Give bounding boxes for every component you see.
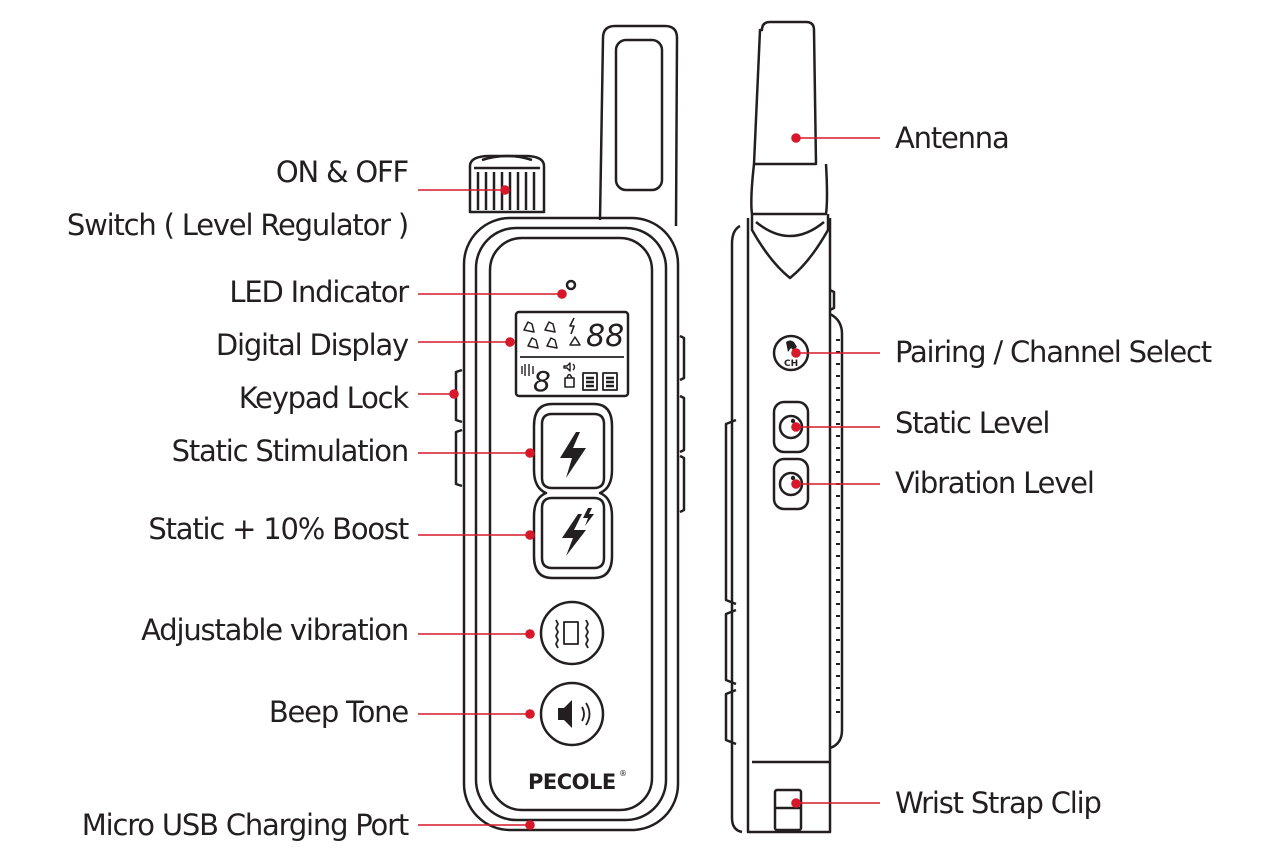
label-antenna: Antenna: [895, 121, 1010, 155]
lcd-digit-left: 8: [533, 365, 551, 398]
label-led-indicator: LED Indicator: [229, 275, 409, 309]
label-adjustable-vibration: Adjustable vibration: [141, 613, 409, 647]
label-on-off: ON & OFF: [275, 155, 409, 189]
callout-dot: [557, 289, 567, 299]
label-vibration-level: Vibration Level: [895, 466, 1095, 500]
callout-dot: [525, 448, 535, 458]
static-button-group: [532, 402, 614, 580]
static-bolt-icon: [560, 432, 586, 478]
power-knob: [468, 154, 546, 214]
channel-text: CH: [784, 359, 798, 369]
lcd-digits-top: 88: [586, 319, 624, 354]
front-body: [454, 216, 686, 832]
callout-dot: [505, 337, 515, 347]
label-static-stimulation: Static Stimulation: [171, 434, 410, 468]
label-beep-tone: Beep Tone: [268, 695, 409, 729]
dog-head-icon: [786, 340, 797, 352]
wrist-strap-clip: [773, 788, 803, 832]
label-pairing-channel: Pairing / Channel Select: [895, 335, 1212, 369]
callout-dot: [791, 422, 801, 432]
lock-icon: [564, 377, 575, 388]
dog-icon: [523, 321, 558, 349]
speaker-small-icon: [563, 362, 576, 372]
label-static-boost: Static + 10% Boost: [148, 512, 409, 546]
vibration-button[interactable]: [539, 600, 605, 666]
battery-icon: [582, 372, 598, 391]
callout-dot: [791, 479, 801, 489]
lightning-icon: [569, 317, 575, 335]
callouts: [418, 133, 880, 830]
battery-icon: [602, 372, 618, 391]
vibration-dot-icon: [790, 475, 796, 481]
label-micro-usb: Micro USB Charging Port: [81, 808, 409, 842]
front-antenna: [598, 24, 679, 227]
beep-button[interactable]: [539, 681, 605, 747]
brand-logo: PECOLE: [528, 770, 616, 794]
callout-dot: [525, 629, 535, 639]
callout-dot: [791, 348, 801, 358]
boost-bolt-icon: [562, 514, 586, 556]
callout-dot: [500, 185, 510, 195]
callout-dot: [791, 798, 801, 808]
beep-speaker-icon: [558, 700, 572, 728]
label-digital-display: Digital Display: [215, 328, 409, 362]
label-wrist-strap-clip: Wrist Strap Clip: [895, 786, 1102, 820]
side-body: [724, 218, 844, 834]
static-dot-icon: [790, 418, 796, 424]
led-indicator: [565, 279, 577, 291]
callout-dot: [449, 389, 459, 399]
callout-dot: [525, 530, 535, 540]
label-keypad-lock: Keypad Lock: [238, 381, 410, 415]
callout-dot: [525, 709, 535, 719]
callout-dot: [791, 133, 801, 143]
vibration-icon: [555, 619, 589, 649]
label-switch-level-regulator: Switch ( Level Regulator ): [66, 208, 409, 242]
warning-icon: [569, 336, 581, 346]
label-static-level: Static Level: [895, 406, 1050, 440]
speaker-icon: [581, 702, 591, 726]
vibration-small-icon: [521, 364, 534, 376]
brand-mark: ®: [619, 769, 627, 778]
lcd-display: [514, 310, 630, 398]
side-antenna: [750, 20, 830, 280]
callout-dot: [525, 820, 535, 830]
side-grip: [836, 339, 840, 713]
